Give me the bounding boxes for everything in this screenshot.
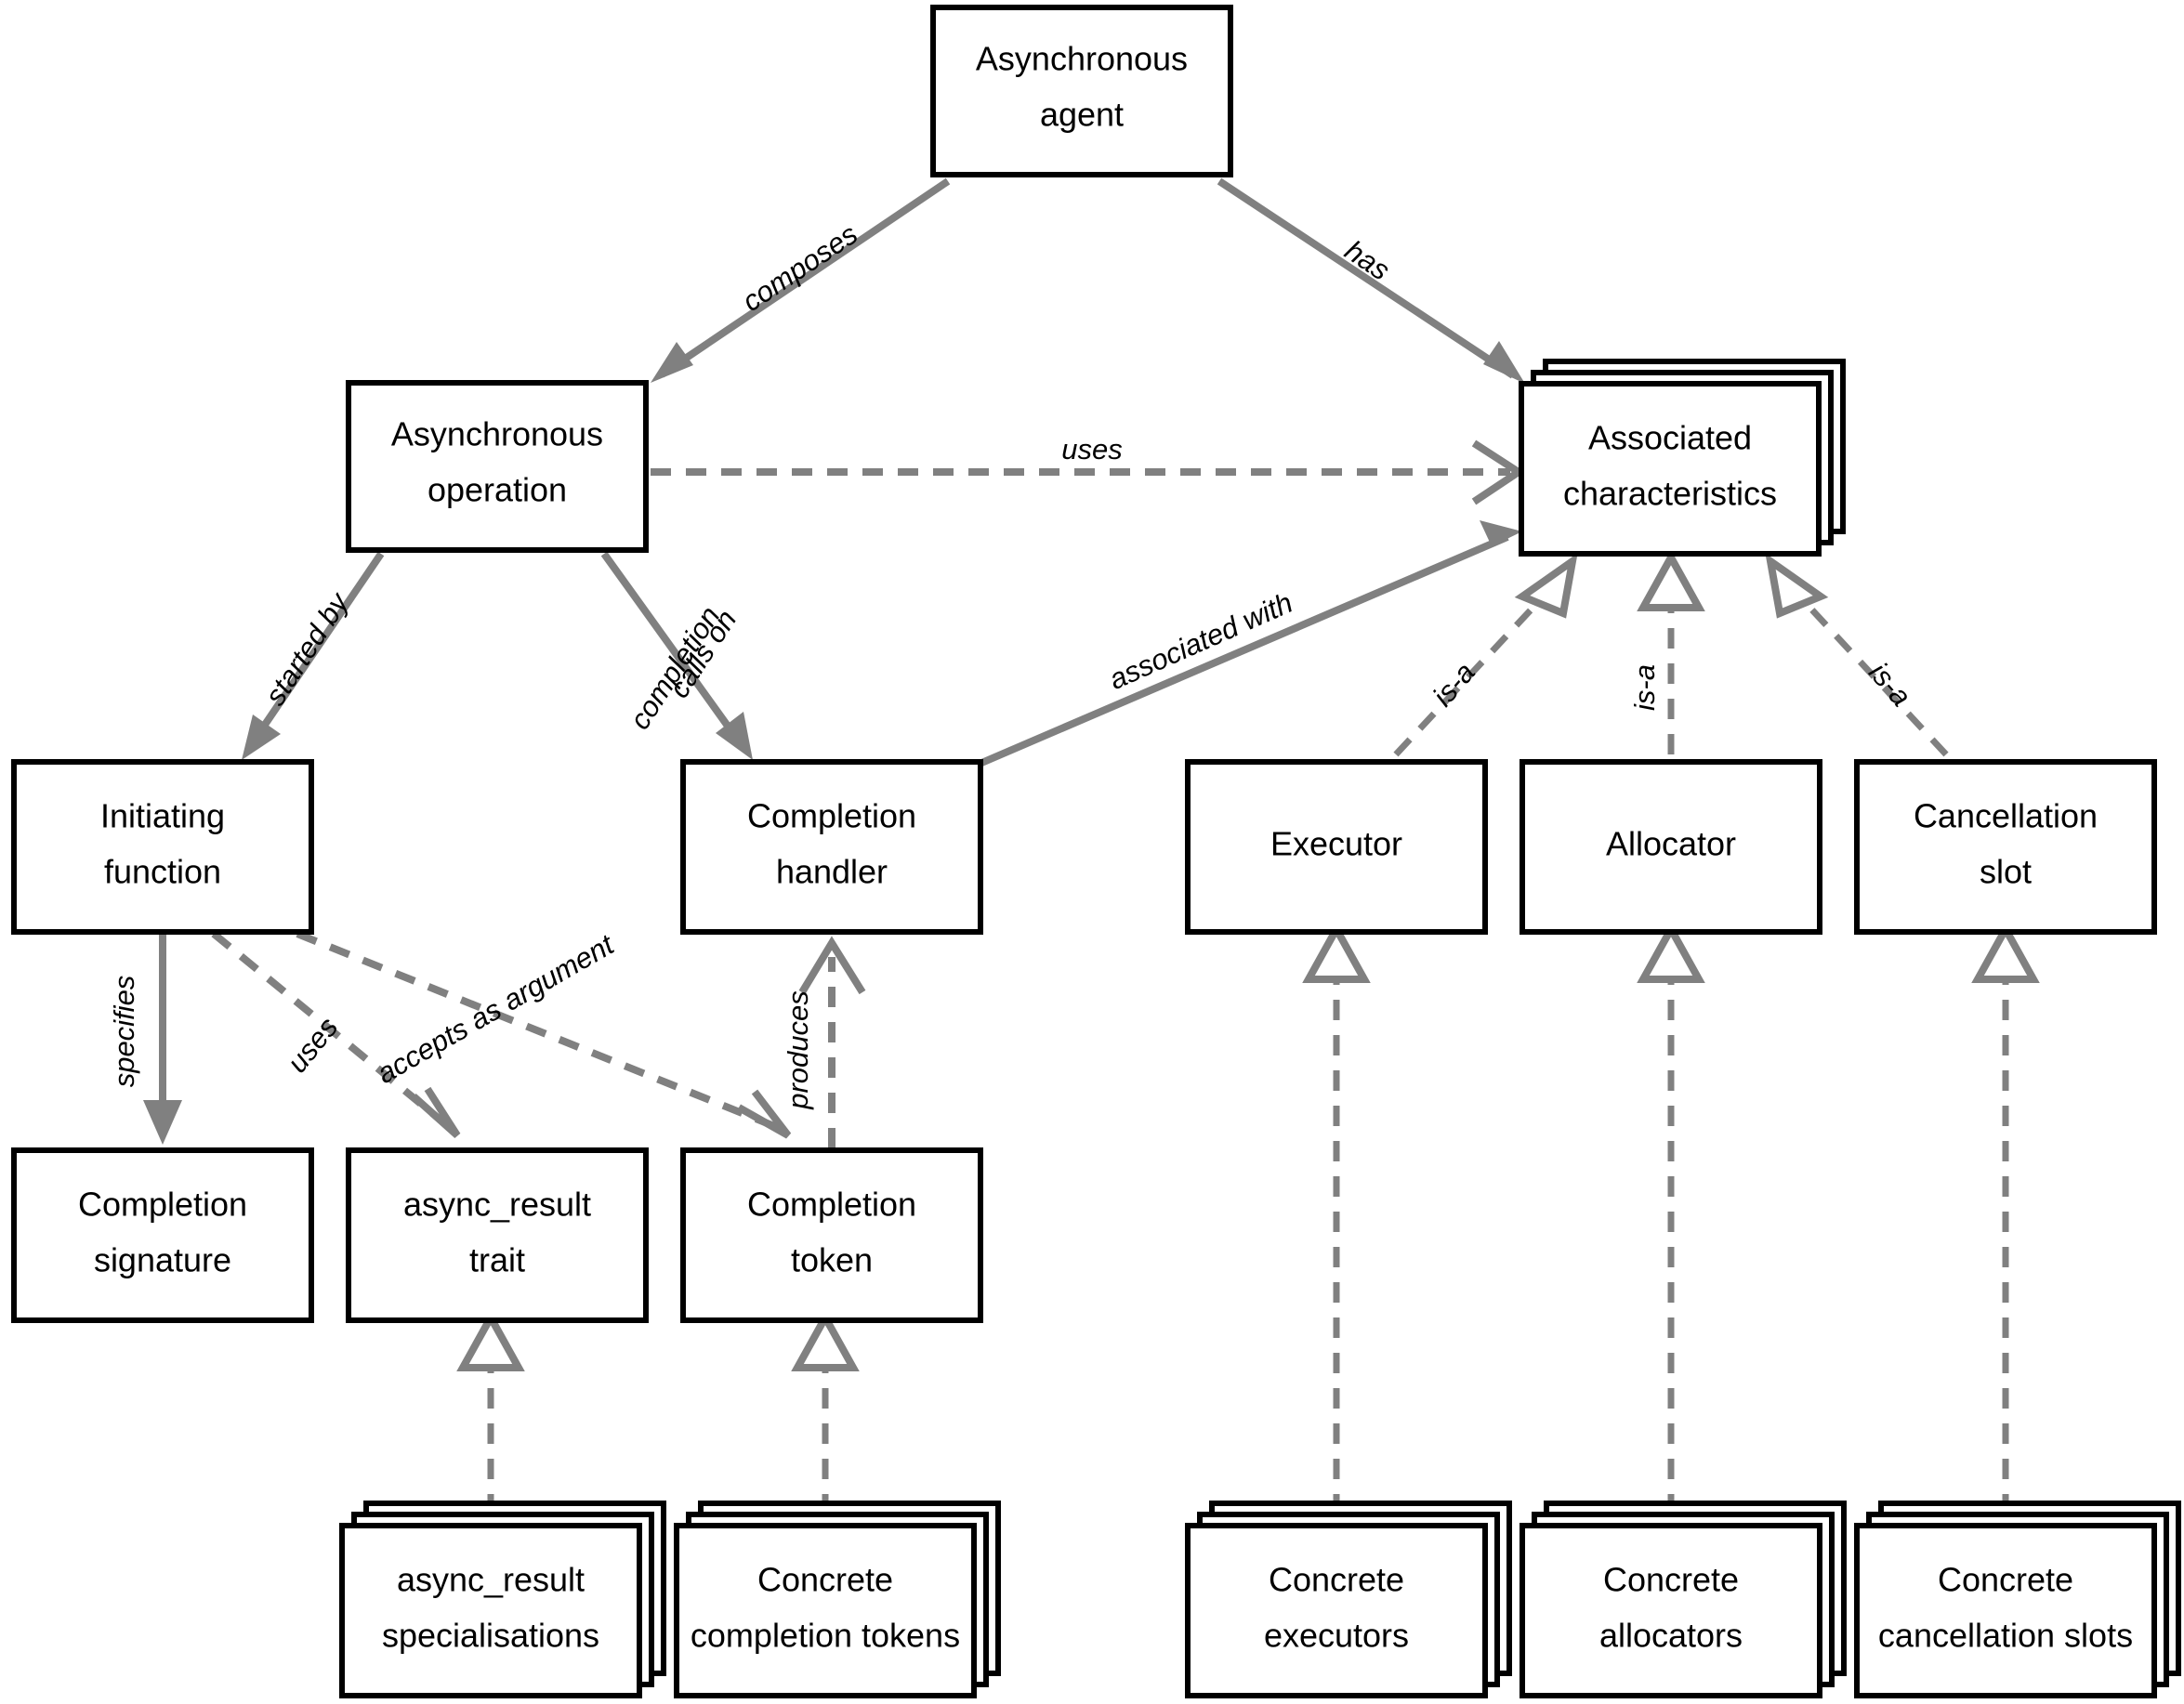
node-async-operation[interactable]: Asynchronous operation — [346, 380, 649, 553]
node-label-line2: allocators — [1599, 1617, 1743, 1655]
node-allocator[interactable]: Allocator — [1520, 759, 1822, 935]
node-label-line2: completion tokens — [691, 1617, 960, 1655]
edge-label-is-a-cancellation: is-a — [1862, 656, 1917, 713]
node-label-line1: async_result — [403, 1186, 591, 1224]
node-completion-token[interactable]: Completion token — [680, 1147, 983, 1323]
node-label-line2: trait — [469, 1241, 525, 1279]
node-initiating-function[interactable]: Initiating function — [11, 759, 314, 935]
node-label-line1: Completion — [747, 1186, 916, 1224]
edge-label-produces: produces — [782, 990, 814, 1110]
edge-has — [1217, 177, 1525, 384]
edge-gen-completion-tokens — [791, 1309, 860, 1514]
node-concrete-completion-tokens[interactable]: Concrete completion tokens — [674, 1501, 1001, 1698]
node-async-result-trait[interactable]: async_result trait — [346, 1147, 649, 1323]
edge-label-composes: composes — [736, 217, 863, 318]
node-label-line1: Asynchronous — [976, 40, 1188, 78]
node-label-line1: Allocator — [1606, 825, 1736, 863]
node-label-line1: Concrete — [757, 1561, 893, 1599]
node-async-result-specialisations[interactable]: async_result specialisations — [339, 1501, 666, 1698]
node-label-line2: cancellation slots — [1878, 1617, 2133, 1655]
edge-accepts-as-argument — [296, 930, 792, 1139]
edge-is-a-executor — [1393, 553, 1578, 757]
edge-label-uses-operation: uses — [1061, 433, 1122, 465]
edge-gen-async-result — [456, 1309, 525, 1514]
edge-uses-initiating — [211, 930, 461, 1138]
node-label-line2: function — [104, 853, 221, 891]
edge-label-associated-with: associated with — [1104, 586, 1297, 696]
node-label-line1: Completion — [747, 797, 916, 835]
edge-gen-cancellation — [1971, 921, 2040, 1514]
edge-gen-allocators — [1637, 921, 1705, 1514]
node-label-line1: Executor — [1270, 825, 1402, 863]
node-concrete-cancellation-slots[interactable]: Concrete cancellation slots — [1854, 1501, 2181, 1698]
node-concrete-executors[interactable]: Concrete executors — [1185, 1501, 1512, 1698]
edge-label-specifies: specifies — [108, 976, 140, 1088]
edge-is-a-allocator — [1637, 549, 1705, 754]
node-label-line2: operation — [428, 471, 567, 509]
node-label-line2: characteristics — [1563, 475, 1777, 513]
edge-label-is-a-allocator: is-a — [1628, 664, 1661, 711]
node-label-line2: handler — [776, 853, 888, 891]
edge-calls-on-completion — [600, 551, 753, 760]
node-label-line2: token — [791, 1241, 873, 1279]
node-label-line1: Initiating — [100, 797, 225, 835]
node-associated-characteristics[interactable]: Associated characteristics — [1519, 359, 1846, 557]
edge-label-uses-initiating: uses — [281, 1011, 344, 1079]
edge-produces — [798, 936, 866, 1148]
node-label-line1: Cancellation — [1914, 797, 2098, 835]
node-label-line2: specialisations — [382, 1617, 599, 1655]
node-label-line2: slot — [1980, 853, 2032, 891]
node-label-line1: Associated — [1588, 419, 1752, 457]
node-label-line2: signature — [94, 1241, 231, 1279]
node-label-line1: Asynchronous — [391, 415, 603, 453]
edge-is-a-cancellation — [1765, 553, 1949, 757]
node-label-line2: executors — [1264, 1617, 1409, 1655]
edge-started-by — [242, 551, 385, 760]
node-label-line1: Concrete — [1269, 1561, 1404, 1599]
node-concrete-allocators[interactable]: Concrete allocators — [1520, 1501, 1847, 1698]
edge-associated-with — [965, 520, 1522, 773]
node-label-line1: async_result — [397, 1561, 585, 1599]
node-completion-handler[interactable]: Completion handler — [680, 759, 983, 935]
edge-label-started-by: started by — [258, 585, 356, 711]
edge-specifies — [143, 932, 182, 1145]
edge-label-is-a-executor: is-a — [1427, 656, 1481, 713]
node-cancellation-slot[interactable]: Cancellation slot — [1854, 759, 2157, 935]
edge-label-has: has — [1339, 234, 1396, 287]
node-label-line2: agent — [1040, 96, 1124, 134]
node-executor[interactable]: Executor — [1185, 759, 1488, 935]
edge-label-calls-on-completion: calls on completion calls on completion — [624, 600, 743, 735]
node-label-line1: Completion — [78, 1186, 247, 1224]
node-completion-signature[interactable]: Completion signature — [11, 1147, 314, 1323]
node-label-line1: Concrete — [1603, 1561, 1739, 1599]
edge-composes — [651, 177, 951, 383]
edge-gen-executors — [1302, 921, 1371, 1514]
edge-label-accepts-as-argument: accepts as argument — [371, 927, 620, 1090]
node-label-line1: Concrete — [1938, 1561, 2073, 1599]
node-async-agent[interactable]: Asynchronous agent — [930, 5, 1233, 177]
